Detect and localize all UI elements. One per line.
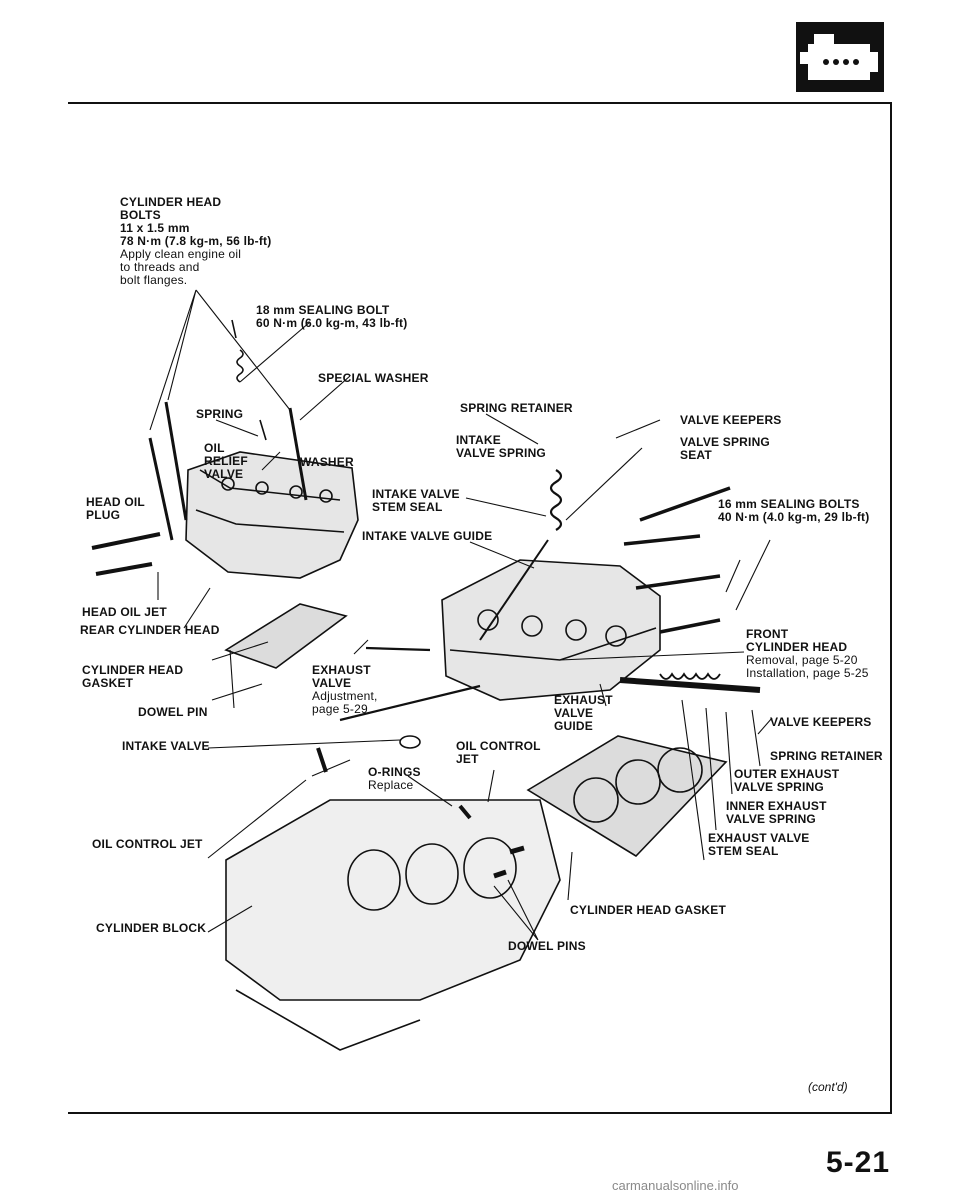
oil-control-jet-center-label: OIL CONTROL JET (456, 739, 541, 766)
frame-bottom-rule (68, 1112, 892, 1114)
frame-right-rule (890, 102, 892, 1114)
dowel-pins-label: DOWEL PINS (508, 939, 586, 953)
removal-page-link[interactable]: Removal, page 5-20 (746, 653, 858, 667)
spring-label: SPRING (196, 407, 244, 421)
intake-valve-spring-label: INTAKE VALVE SPRING (456, 433, 546, 460)
cylinder-head-gasket-part (526, 735, 728, 858)
front-cylinder-head-part (441, 559, 661, 701)
cylinder-head-gasket-bottom-label: CYLINDER HEAD GASKET (570, 903, 727, 917)
head-oil-jet-label: HEAD OIL JET (82, 605, 167, 619)
rear-cylinder-head-label: REAR CYLINDER HEAD (80, 623, 220, 637)
spring-retainer-bottom-label: SPRING RETAINER (770, 749, 883, 763)
adjustment-page-link[interactable]: Adjustment, (312, 689, 378, 703)
frame-top-rule (68, 102, 892, 104)
oil-control-jet-left-label: OIL CONTROL JET (92, 837, 203, 851)
spring-retainer-top-label: SPRING RETAINER (460, 401, 573, 415)
intake-valve-stem-seal-label: INTAKE VALVE STEM SEAL (372, 487, 460, 514)
rear-gasket-part (224, 603, 348, 669)
sealing-bolts-16-label: 16 mm SEALING BOLTS 40 N·m (4.0 kg-m, 29… (718, 497, 870, 524)
exhaust-valve-guide-label: EXHAUST VALVE GUIDE (554, 693, 613, 733)
valve-keepers-bottom-label: VALVE KEEPERS (770, 715, 872, 729)
dowel-pin-label: DOWEL PIN (138, 705, 208, 719)
page-number: 5-21 (826, 1146, 891, 1179)
cylinder-block-label: CYLINDER BLOCK (96, 921, 207, 935)
oil-relief-valve-label: OIL RELIEF VALVE (204, 441, 248, 481)
inner-exhaust-valve-spring-label: INNER EXHAUST VALVE SPRING (726, 799, 827, 826)
valve-keepers-top-label: VALVE KEEPERS (680, 413, 782, 427)
head-oil-plug-label: HEAD OIL PLUG (86, 495, 145, 522)
continued-note: (cont'd) (808, 1080, 848, 1094)
o-rings-label: O-RINGS Replace (368, 765, 421, 792)
outer-exhaust-valve-spring-label: OUTER EXHAUST VALVE SPRING (734, 767, 840, 794)
exhaust-valve-label: EXHAUST VALVE Adjustment, page 5-29 (312, 663, 378, 716)
cylinder-head-bolts-label: CYLINDER HEAD BOLTS 11 x 1.5 mm 78 N·m (… (120, 195, 272, 287)
intake-valve-guide-label: INTAKE VALVE GUIDE (362, 529, 493, 543)
watermark: carmanualsonline.info (612, 1178, 739, 1193)
front-cylinder-head-label: FRONT CYLINDER HEAD Removal, page 5-20 I… (746, 627, 869, 680)
special-washer-label: SPECIAL WASHER (318, 371, 429, 385)
intake-valve-label: INTAKE VALVE (122, 739, 210, 753)
exhaust-valve-stem-seal-label: EXHAUST VALVE STEM SEAL (708, 831, 810, 858)
rear-cylinder-head-part (185, 451, 359, 579)
installation-page-link[interactable]: Installation, page 5-25 (746, 666, 869, 680)
washer-label: WASHER (300, 455, 354, 469)
cylinder-head-gasket-left-label: CYLINDER HEAD GASKET (82, 663, 184, 690)
valve-spring-seat-label: VALVE SPRING SEAT (680, 435, 770, 462)
engine-icon (796, 22, 884, 92)
cylinder-block-part (225, 799, 561, 1051)
sealing-bolt-18-label: 18 mm SEALING BOLT 60 N·m (6.0 kg-m, 43 … (256, 303, 408, 330)
